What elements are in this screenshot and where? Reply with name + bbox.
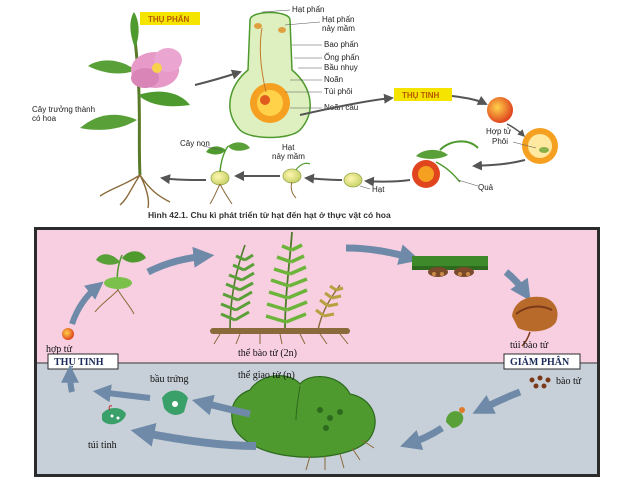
- spores: [529, 375, 551, 389]
- label-sporophyte: thể bào tử (2n): [238, 348, 297, 359]
- label-antheridium: túi tinh: [88, 440, 117, 451]
- label-pollen-tube: Ống phấn: [324, 52, 359, 62]
- arrow-fern-to-sori: [345, 244, 421, 265]
- mature-fern-sporophyte: [210, 231, 350, 345]
- figure-caption: Hình 42.1. Chu kì phát triển từ hạt đến …: [148, 210, 391, 220]
- tag-pollination-bg: [140, 12, 200, 25]
- label-sporangium: túi bào tử: [510, 340, 549, 351]
- arrow-plant-to-flower: [194, 69, 242, 86]
- label-ovary: Bầu nhụy: [324, 63, 358, 72]
- pistil-labels: Hạt phấn Hạt phấn nảy mầm Bao phấn Ống p…: [261, 5, 359, 112]
- arrow-zygote-to-embryo: [506, 123, 526, 138]
- fruit-illustration: [412, 140, 479, 188]
- arrow-fruit-to-seed: [364, 176, 411, 187]
- label-spore: bào tử: [556, 376, 582, 387]
- tag-fertilization-bg: [394, 88, 452, 101]
- arrow-spore-to-germ: [472, 388, 522, 414]
- fern-life-cycle: thể bào tử (2n) túi bào tử GIẢM PHÂN: [34, 227, 600, 477]
- germinating-spore: [446, 407, 465, 428]
- arrow-seed-to-germinating: [304, 173, 343, 184]
- label-embryo-sac: Túi phôi: [324, 87, 353, 96]
- label-ovule-stalk: Noãn cầu: [324, 103, 358, 112]
- label-gametophyte: thể giao tử (n): [238, 370, 295, 381]
- section-fertilization: THỤ TINH: [54, 357, 104, 368]
- arrow-prothallus-to-antheridium: [130, 423, 257, 450]
- label-seedling: Cây non: [180, 139, 210, 148]
- arrow-to-zygote: [451, 95, 488, 105]
- zygote-bottom: [62, 328, 74, 340]
- germinating-seed: [282, 162, 311, 199]
- arrow-fertilization-up: [61, 364, 80, 393]
- label-fruit: Quả: [478, 183, 494, 192]
- antheridium: [102, 405, 126, 425]
- flowering-plant-cycle: Cây trưởng thành có hoa THỤ PHẤN Hạt phấ…: [32, 5, 558, 220]
- label-pollen: Hạt phấn: [292, 5, 324, 14]
- label-anther: Bao phấn: [324, 40, 358, 49]
- seedling: [206, 142, 250, 205]
- adult-plant-illustration: [80, 12, 190, 209]
- arrow-sori-to-sporangium: [503, 269, 531, 301]
- arrow-flower-to-fertilization: [299, 93, 394, 116]
- seed: [343, 172, 363, 188]
- label-germinating-seed: Hạt nảy mầm: [272, 143, 305, 161]
- label-seed: Hạt: [372, 185, 385, 194]
- section-meiosis-box: [503, 353, 581, 370]
- tag-pollination: THỤ PHẤN: [148, 14, 190, 24]
- prothallus-gametophyte: [231, 375, 376, 471]
- embryo-seed: [522, 128, 558, 164]
- sporangium: [512, 296, 558, 347]
- arrow-archegonium-to-fertilization: [92, 384, 151, 403]
- label-germinating-pollen: Hạt phấn nảy mầm: [322, 15, 357, 33]
- arrow-zygote-to-young: [69, 281, 104, 326]
- section-meiosis: GIẢM PHÂN: [510, 356, 570, 368]
- label-zygote-top: Hợp tử: [486, 127, 512, 136]
- label-archegonium: bầu trứng: [150, 374, 188, 385]
- arrow-young-to-mature: [146, 246, 215, 276]
- zygote-cell: [487, 97, 513, 123]
- tag-fertilization: THỤ TINH: [402, 91, 440, 100]
- arrow-prothallus-to-archegonium: [191, 394, 251, 418]
- label-adult-plant: Cây trưởng thành có hoa: [32, 105, 97, 123]
- pistil-cross-section: [229, 11, 311, 139]
- arrow-seedling-to-plant: [160, 174, 207, 185]
- sori-closeup: [412, 256, 488, 277]
- label-zygote-bottom: hợp tử: [46, 344, 73, 355]
- young-sporophyte: [94, 251, 146, 315]
- label-embryo: Phôi: [492, 137, 508, 146]
- archegonium: [162, 390, 188, 415]
- arrow-embryo-to-fruit: [472, 159, 526, 171]
- label-ovule: Noãn: [324, 75, 343, 84]
- arrow-germ-to-prothallus: [400, 425, 444, 450]
